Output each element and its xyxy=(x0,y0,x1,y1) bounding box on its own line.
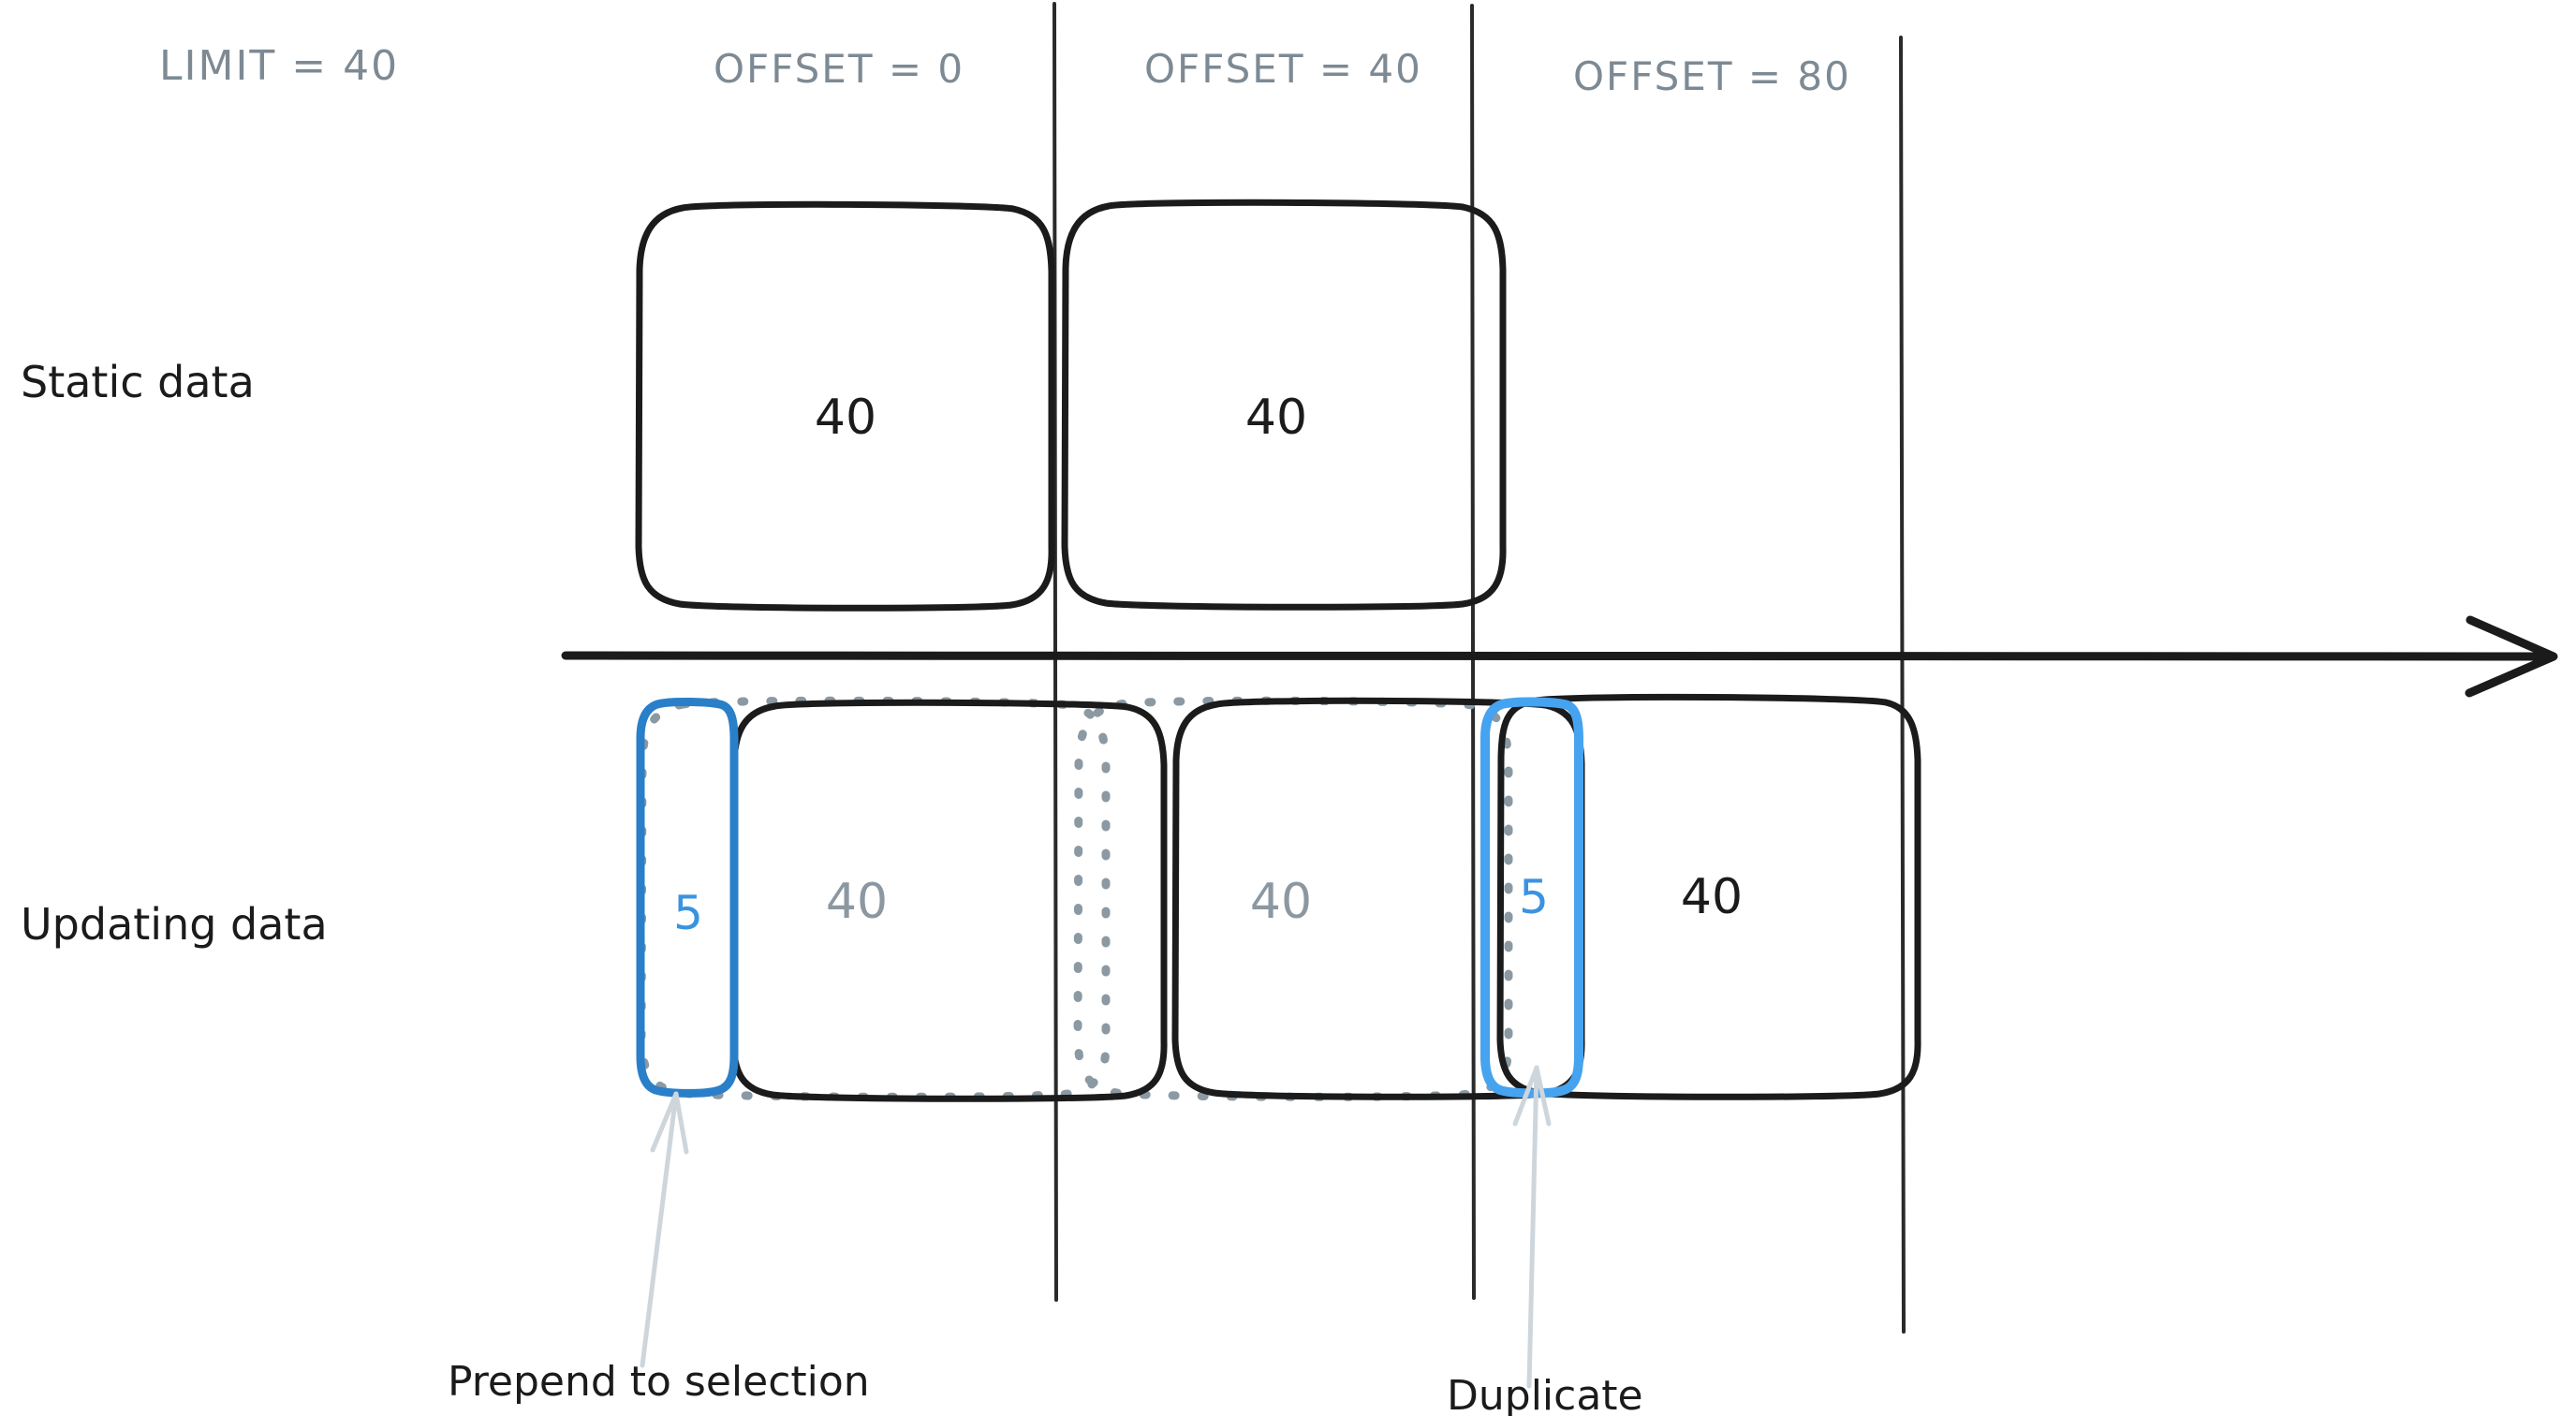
callout-arrow-duplicate-head-right xyxy=(1534,1065,1552,1127)
timeline-axis-arrow xyxy=(561,615,2558,698)
updating-page-value-1: 40 xyxy=(826,874,888,930)
callout-arrow-prepend xyxy=(640,1091,689,1368)
inserted-block-group xyxy=(636,697,1583,1099)
inserted-block-1 xyxy=(636,697,739,1098)
divider-line-2 xyxy=(1469,4,1476,1300)
ghost-page-outline-2 xyxy=(1073,696,1513,1101)
static-page-box-1 xyxy=(635,200,1055,612)
ghost-page-outline-1 xyxy=(637,696,1111,1101)
offset-header-0: OFFSET = 0 xyxy=(714,46,964,92)
inserted-block-value-2: 5 xyxy=(1519,870,1549,924)
inserted-block-value-1: 5 xyxy=(673,886,703,940)
inserted-block-2 xyxy=(1480,697,1583,1099)
updating-page-box-1 xyxy=(729,699,1168,1102)
offset-header-2: OFFSET = 80 xyxy=(1573,53,1851,99)
callout-arrow-prepend-line xyxy=(640,1091,679,1368)
static-page-value-2: 40 xyxy=(1245,390,1307,446)
row-label-updating: Updating data xyxy=(21,899,328,950)
callout-arrow-prepend-head-right xyxy=(673,1091,689,1155)
timeline-axis-line xyxy=(561,650,2550,661)
annotation-prepend: Prepend to selection xyxy=(448,1358,870,1406)
ghost-outline-group xyxy=(637,696,1513,1101)
offset-header-1: OFFSET = 40 xyxy=(1144,46,1422,92)
annotation-duplicate: Duplicate xyxy=(1447,1372,1643,1416)
limit-label: LIMIT = 40 xyxy=(159,42,399,90)
callout-arrow-duplicate xyxy=(1512,1065,1552,1389)
updating-page-value-2: 40 xyxy=(1250,874,1312,930)
callout-arrow-duplicate-head-left xyxy=(1512,1065,1539,1127)
divider-line-3 xyxy=(1899,36,1906,1334)
callout-arrow-prepend-head-left xyxy=(650,1091,679,1153)
row-label-static: Static data xyxy=(21,357,255,407)
static-row-boxes xyxy=(635,199,1507,612)
callout-arrow-duplicate-line xyxy=(1526,1065,1539,1389)
static-page-box-2 xyxy=(1061,199,1507,611)
static-page-value-1: 40 xyxy=(815,390,876,446)
updating-page-box-3 xyxy=(1496,693,1921,1100)
updating-page-value-3: 40 xyxy=(1681,869,1743,925)
callout-arrow-group xyxy=(640,1065,1552,1389)
timeline-arrowhead xyxy=(2465,615,2558,698)
